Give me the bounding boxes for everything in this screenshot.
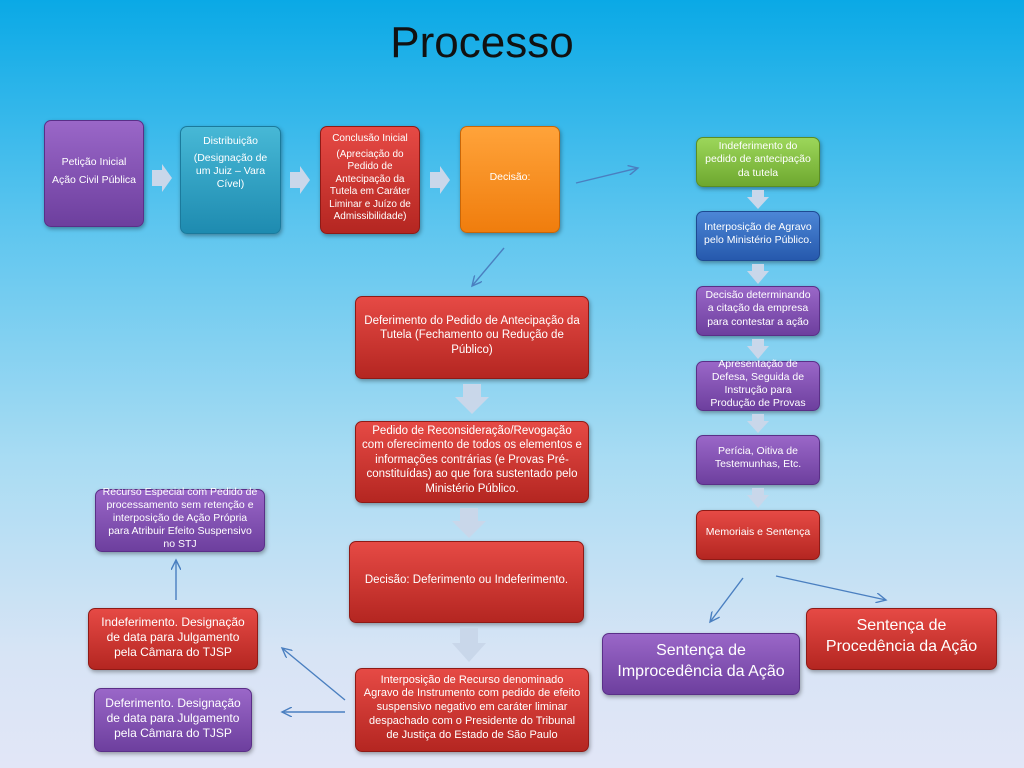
node-distribuicao-line-1: Distribuição: [203, 135, 258, 147]
down-arrow-icon: [747, 190, 769, 209]
node-improcedencia-text: Sentença de Improcedência da Ação: [617, 642, 785, 680]
chevron-arrow-icon: [290, 166, 310, 194]
node-peticao-line-1: Petição Inicial: [61, 156, 127, 169]
node-decisao-deferimento-indeferimento[interactable]: Decisão: Deferimento ou Indeferimento.: [349, 541, 584, 623]
down-arrow-icon: [452, 508, 486, 538]
node-decisao-text: Decisão:: [489, 170, 531, 183]
node-conclusao-inicial[interactable]: Conclusão Inicial (Apreciação do Pedido …: [320, 126, 420, 234]
node-recurso-especial-text: Recurso Especial com Pedido de processam…: [102, 485, 258, 551]
node-conclusao-line-1: Conclusão Inicial: [332, 133, 408, 144]
node-decisao-def-indef-text: Decisão: Deferimento ou Indeferimento.: [364, 573, 569, 586]
chevron-arrow-icon: [152, 164, 172, 192]
node-interposicao-recurso-text: Interposição de Recurso denominado Agrav…: [363, 673, 581, 741]
node-sentenca-procedencia[interactable]: Sentença de Procedência da Ação: [806, 608, 997, 670]
node-pedido-reconsideracao-text: Pedido de Reconsideração/Revogação com o…: [362, 425, 582, 495]
node-recurso-especial[interactable]: Recurso Especial com Pedido de processam…: [95, 485, 265, 552]
node-deferimento-pedido[interactable]: Deferimento do Pedido de Antecipação da …: [355, 296, 589, 379]
node-indeferimento-julgamento[interactable]: Indeferimento. Designação de data para J…: [88, 608, 258, 670]
node-indeferimento-pedido[interactable]: Indeferimento do pedido de antecipação d…: [696, 137, 820, 187]
connector-arrow: [472, 247, 505, 286]
connector-arrow: [282, 648, 346, 701]
node-sentenca-improcedencia[interactable]: Sentença de Improcedência da Ação: [602, 633, 800, 695]
down-arrow-icon: [747, 414, 769, 433]
down-arrow-icon: [452, 628, 486, 662]
node-procedencia-text: Sentença de Procedência da Ação: [825, 617, 978, 655]
node-distribuicao[interactable]: Distribuição (Designação de um Juiz – Va…: [180, 126, 281, 234]
node-pedido-reconsideracao[interactable]: Pedido de Reconsideração/Revogação com o…: [355, 421, 589, 503]
connector-arrow: [775, 575, 886, 600]
node-indeferimento-pedido-text: Indeferimento do pedido de antecipação d…: [705, 140, 811, 179]
node-deferimento-pedido-text: Deferimento do Pedido de Antecipação da …: [364, 314, 580, 356]
down-arrow-icon: [455, 384, 489, 414]
node-peticao-line-2: Ação Civil Pública: [51, 173, 137, 186]
connector-arrow: [575, 168, 638, 184]
down-arrow-icon: [747, 339, 769, 359]
chevron-arrow-icon: [430, 166, 450, 194]
node-pericia-text: Perícia, Oitiva de Testemunhas, Etc.: [714, 444, 802, 470]
node-deferimento-julgamento-text: Deferimento. Designação de data para Jul…: [105, 695, 241, 740]
down-arrow-icon: [747, 488, 769, 508]
page-title-text: Processo: [390, 18, 574, 67]
node-deferimento-julgamento[interactable]: Deferimento. Designação de data para Jul…: [94, 688, 252, 752]
node-interposicao-agravo-text: Interposição de Agravo pelo Ministério P…: [704, 220, 812, 246]
node-indeferimento-julgamento-text: Indeferimento. Designação de data para J…: [101, 614, 245, 659]
connector-arrow: [710, 577, 744, 622]
node-pericia[interactable]: Perícia, Oitiva de Testemunhas, Etc.: [696, 435, 820, 485]
node-interposicao-recurso[interactable]: Interposição de Recurso denominado Agrav…: [355, 668, 589, 752]
node-apresentacao-defesa-text: Apresentação de Defesa, Seguida de Instr…: [710, 357, 806, 410]
node-distribuicao-line-2: (Designação de um Juiz – Vara Cível): [193, 152, 268, 191]
page-title: Processo: [0, 18, 1024, 68]
node-interposicao-agravo[interactable]: Interposição de Agravo pelo Ministério P…: [696, 211, 820, 261]
node-decisao-citacao[interactable]: Decisão determinando a citação da empres…: [696, 286, 820, 336]
node-peticao-inicial[interactable]: Petição Inicial Ação Civil Pública: [44, 120, 144, 227]
node-apresentacao-defesa[interactable]: Apresentação de Defesa, Seguida de Instr…: [696, 357, 820, 411]
node-memoriais-text: Memoriais e Sentença: [705, 526, 811, 539]
node-decisao[interactable]: Decisão:: [460, 126, 560, 233]
node-memoriais-sentenca[interactable]: Memoriais e Sentença: [696, 510, 820, 560]
down-arrow-icon: [747, 264, 769, 284]
node-conclusao-line-2: (Apreciação do Pedido de Antecipação da …: [329, 148, 411, 223]
node-decisao-citacao-text: Decisão determinando a citação da empres…: [705, 289, 811, 328]
